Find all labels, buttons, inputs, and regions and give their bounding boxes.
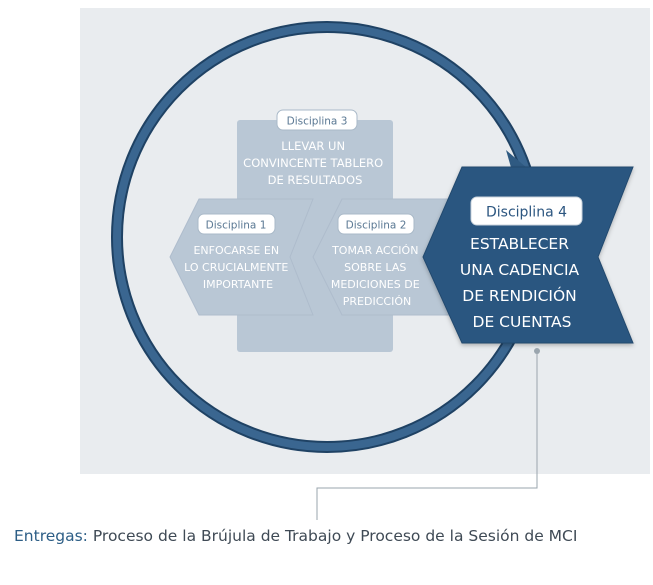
discipline-3-line: CONVINCENTE TABLERO bbox=[243, 156, 383, 170]
discipline-3-line: DE RESULTADOS bbox=[268, 173, 363, 187]
discipline-1-line: ENFOCARSE EN bbox=[193, 244, 279, 257]
discipline-1-block: Disciplina 1 ENFOCARSE EN LO CRUCIALMENT… bbox=[169, 198, 314, 316]
discipline-2-line: TOMAR ACCIÓN bbox=[331, 244, 418, 257]
discipline-1-line: IMPORTANTE bbox=[203, 278, 273, 291]
discipline-3-line: LLEVAR UN bbox=[281, 139, 345, 153]
discipline-4-line: UNA CADENCIA bbox=[460, 261, 580, 279]
discipline-4-line: ESTABLECER bbox=[470, 235, 569, 253]
discipline-2-block: Disciplina 2 TOMAR ACCIÓN SOBRE LAS MEDI… bbox=[312, 198, 453, 316]
discipline-2-tag bbox=[337, 213, 415, 235]
deliverables-label: Entregas: bbox=[14, 527, 88, 545]
discipline-1-tag-text: Disciplina 1 bbox=[206, 220, 267, 232]
discipline-1-line: LO CRUCIALMENTE bbox=[184, 261, 288, 274]
leader-line bbox=[316, 351, 538, 520]
discipline-4-line: DE CUENTAS bbox=[473, 313, 572, 331]
discipline-3-tag bbox=[276, 109, 358, 131]
discipline-3-tag-text: Disciplina 3 bbox=[287, 116, 348, 128]
discipline-1-text: ENFOCARSE EN LO CRUCIALMENTE IMPORTANTE bbox=[184, 244, 292, 291]
deliverables-text: Proceso de la Brújula de Trabajo y Proce… bbox=[87, 527, 578, 545]
discipline-2-line: SOBRE LAS bbox=[344, 261, 406, 274]
discipline-4-tag-text: Disciplina 4 bbox=[486, 205, 567, 221]
discipline-2-text: TOMAR ACCIÓN SOBRE LAS MEDICIONES DE PRE… bbox=[331, 244, 423, 308]
discipline-2-line: PREDICCIÓN bbox=[343, 295, 411, 308]
deliverables-caption: Entregas: Proceso de la Brújula de Traba… bbox=[14, 527, 577, 545]
discipline-4-tag bbox=[470, 196, 583, 226]
discipline-2-tag-text: Disciplina 2 bbox=[346, 220, 407, 232]
discipline-3-text: LLEVAR UN CONVINCENTE TABLERO DE RESULTA… bbox=[243, 139, 387, 187]
discipline-4-text: ESTABLECER UNA CADENCIA DE RENDICIÓN DE … bbox=[460, 235, 584, 331]
discipline-1-tag bbox=[197, 213, 276, 235]
discipline-2-line: MEDICIONES DE bbox=[331, 278, 420, 291]
discipline-4-line: DE RENDICIÓN bbox=[462, 286, 577, 305]
